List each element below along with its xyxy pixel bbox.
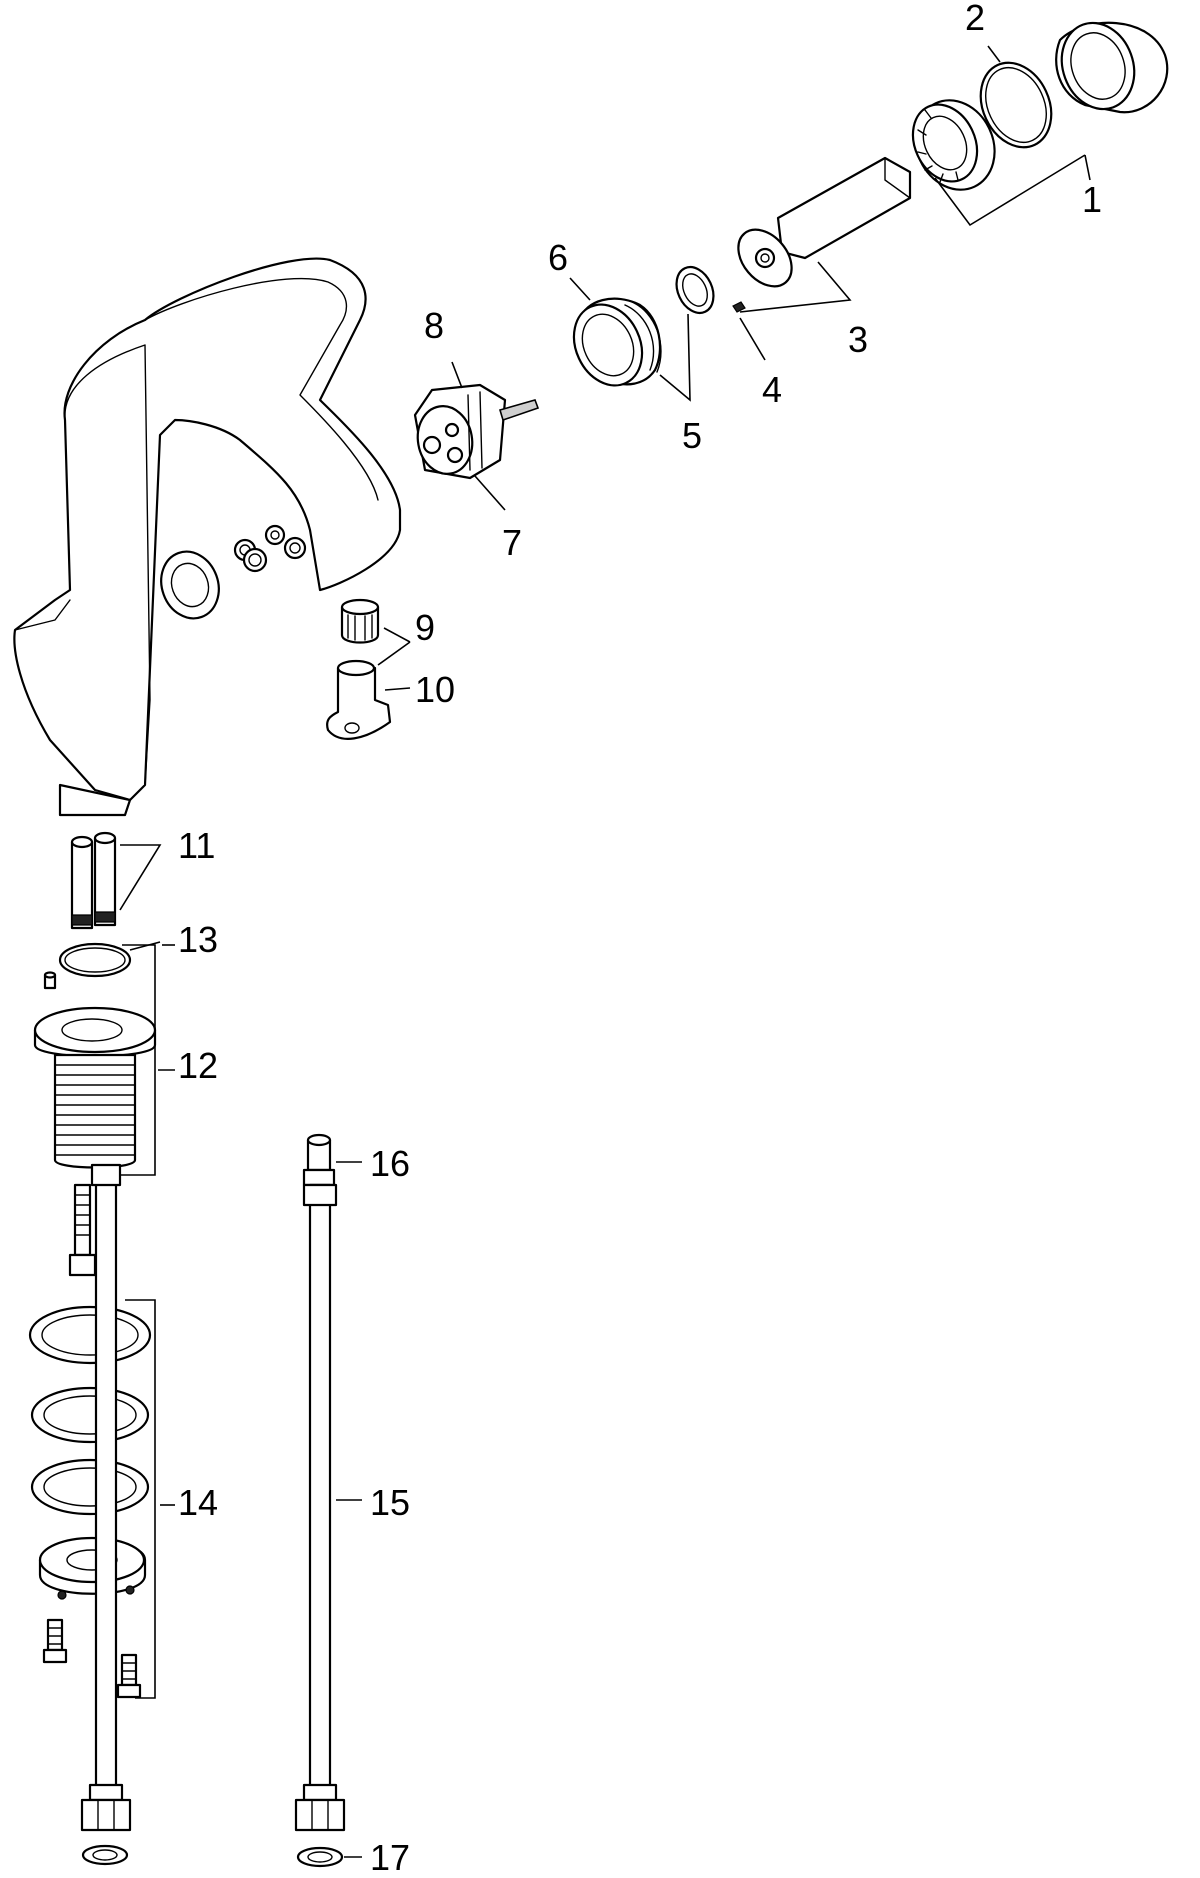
callout-1: 1: [1082, 179, 1102, 220]
part-7-8-cartridge: [413, 361, 540, 511]
part-14-fixing-bolt: [68, 1183, 97, 1277]
callout-5: 5: [682, 415, 702, 456]
callout-14: 14: [178, 1482, 218, 1523]
callout-9: 9: [415, 607, 435, 648]
part-14-screws: [42, 1299, 156, 1699]
part-14-mounting-plate: [38, 1536, 147, 1600]
callout-10: 10: [415, 669, 455, 710]
part-3-lever-handle: [737, 156, 912, 313]
left-supply-hose: [80, 1163, 132, 1866]
callout-3: 3: [848, 319, 868, 360]
part-9-aerator: [340, 598, 411, 666]
part-2-o-ring: [979, 45, 1053, 149]
part-4-grub-screw: [732, 301, 766, 361]
callout-4: 4: [762, 369, 782, 410]
leader-lines: [158, 154, 1091, 1506]
part-11-filter-insert: [70, 831, 162, 930]
part-1-trim-sleeve: [1055, 21, 1169, 114]
spout-gasket: [160, 550, 220, 620]
part-1-threaded-nut: [911, 99, 996, 191]
part-13-o-ring: [58, 941, 161, 978]
part-16-hose-nipple: [302, 1133, 362, 1187]
callout-13: 13: [178, 919, 218, 960]
callout-16: 16: [370, 1143, 410, 1184]
callout-12: 12: [178, 1045, 218, 1086]
callout-6: 6: [548, 237, 568, 278]
callout-11: 11: [178, 825, 215, 866]
part-6-cartridge-nut: [569, 277, 662, 387]
part-10-aerator-key: [326, 659, 411, 740]
part-12-threaded-shank: [33, 944, 157, 1176]
callout-17: 17: [370, 1837, 410, 1878]
part-5-washer: [659, 265, 715, 402]
callout-8: 8: [424, 305, 444, 346]
spout-o-rings: [233, 524, 307, 573]
part-1-bracket: [934, 154, 1086, 227]
spout-body: [13, 257, 402, 817]
part-15-supply-hose: [302, 1183, 362, 1792]
part-14-washers: [28, 1305, 152, 1516]
locating-pin: [43, 971, 57, 990]
callout-15: 15: [370, 1482, 410, 1523]
part-17-hose-nut-washer: [294, 1783, 362, 1868]
callout-7: 7: [502, 522, 522, 563]
callout-2: 2: [965, 0, 985, 38]
